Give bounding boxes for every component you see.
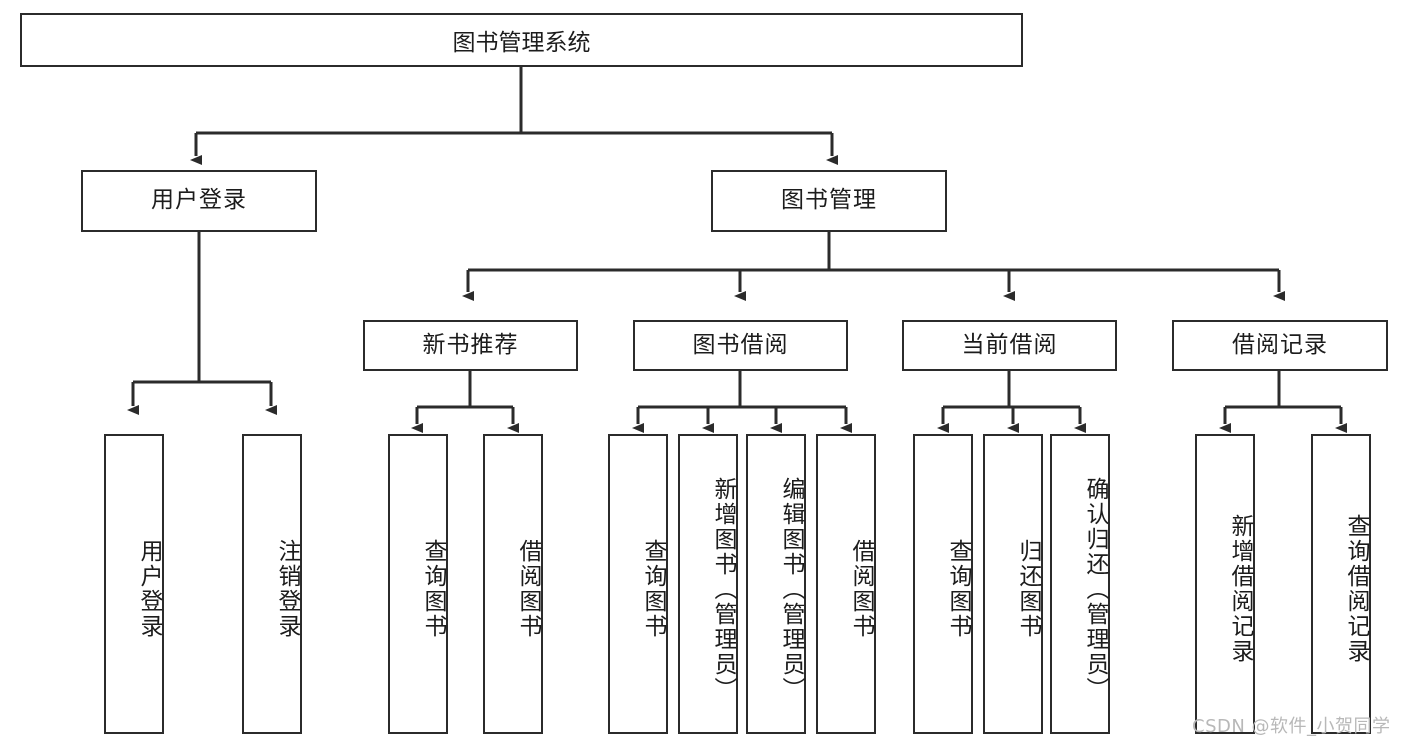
leaf-confirm-return[interactable]: 确认归还（管理员） bbox=[1050, 434, 1110, 734]
leaf-query-book-2[interactable]: 查询图书 bbox=[608, 434, 668, 734]
node-book-borrow-label: 图书借阅 bbox=[692, 331, 789, 358]
node-new-book-rec-label: 新书推荐 bbox=[422, 331, 519, 358]
leaf-borrow-book-1[interactable]: 借阅图书 bbox=[483, 434, 543, 734]
leaf-return-book[interactable]: 归还图书 bbox=[983, 434, 1043, 734]
leaf-user-login[interactable]: 用户登录 bbox=[104, 434, 164, 734]
leaf-query-record-label: 查询借阅记录 bbox=[1343, 514, 1369, 664]
leaf-borrow-book-1-label: 借阅图书 bbox=[515, 539, 541, 639]
node-user-login-label: 用户登录 bbox=[151, 187, 247, 214]
node-book-manage-label: 图书管理 bbox=[781, 187, 877, 214]
leaf-query-book-3[interactable]: 查询图书 bbox=[913, 434, 973, 734]
node-book-manage[interactable]: 图书管理 bbox=[711, 170, 947, 232]
leaf-edit-book[interactable]: 编辑图书（管理员） bbox=[746, 434, 806, 734]
node-borrow-record[interactable]: 借阅记录 bbox=[1172, 320, 1388, 371]
node-current-borrow[interactable]: 当前借阅 bbox=[902, 320, 1117, 371]
node-user-login[interactable]: 用户登录 bbox=[81, 170, 317, 232]
leaf-user-login-label: 用户登录 bbox=[136, 539, 162, 639]
leaf-add-book-label: 新增图书（管理员） bbox=[710, 476, 736, 702]
leaf-confirm-return-label: 确认归还（管理员） bbox=[1082, 476, 1108, 702]
leaf-query-book-1[interactable]: 查询图书 bbox=[388, 434, 448, 734]
leaf-add-record[interactable]: 新增借阅记录 bbox=[1195, 434, 1255, 734]
leaf-edit-book-label: 编辑图书（管理员） bbox=[778, 476, 804, 702]
node-borrow-record-label: 借阅记录 bbox=[1232, 331, 1328, 358]
node-current-borrow-label: 当前借阅 bbox=[961, 331, 1058, 358]
leaf-logout-label: 注销登录 bbox=[274, 539, 300, 639]
leaf-add-record-label: 新增借阅记录 bbox=[1227, 514, 1253, 664]
leaf-add-book[interactable]: 新增图书（管理员） bbox=[678, 434, 738, 734]
leaf-logout[interactable]: 注销登录 bbox=[242, 434, 302, 734]
leaf-query-record[interactable]: 查询借阅记录 bbox=[1311, 434, 1371, 734]
leaf-query-book-2-label: 查询图书 bbox=[640, 539, 666, 639]
node-book-borrow[interactable]: 图书借阅 bbox=[633, 320, 848, 371]
node-new-book-rec[interactable]: 新书推荐 bbox=[363, 320, 578, 371]
node-root-label: 图书管理系统 bbox=[452, 30, 591, 56]
leaf-return-book-label: 归还图书 bbox=[1015, 539, 1041, 639]
leaf-query-book-1-label: 查询图书 bbox=[420, 539, 446, 639]
leaf-query-book-3-label: 查询图书 bbox=[945, 539, 971, 639]
leaf-borrow-book-2[interactable]: 借阅图书 bbox=[816, 434, 876, 734]
node-root[interactable]: 图书管理系统 bbox=[20, 13, 1023, 67]
leaf-borrow-book-2-label: 借阅图书 bbox=[848, 539, 874, 639]
